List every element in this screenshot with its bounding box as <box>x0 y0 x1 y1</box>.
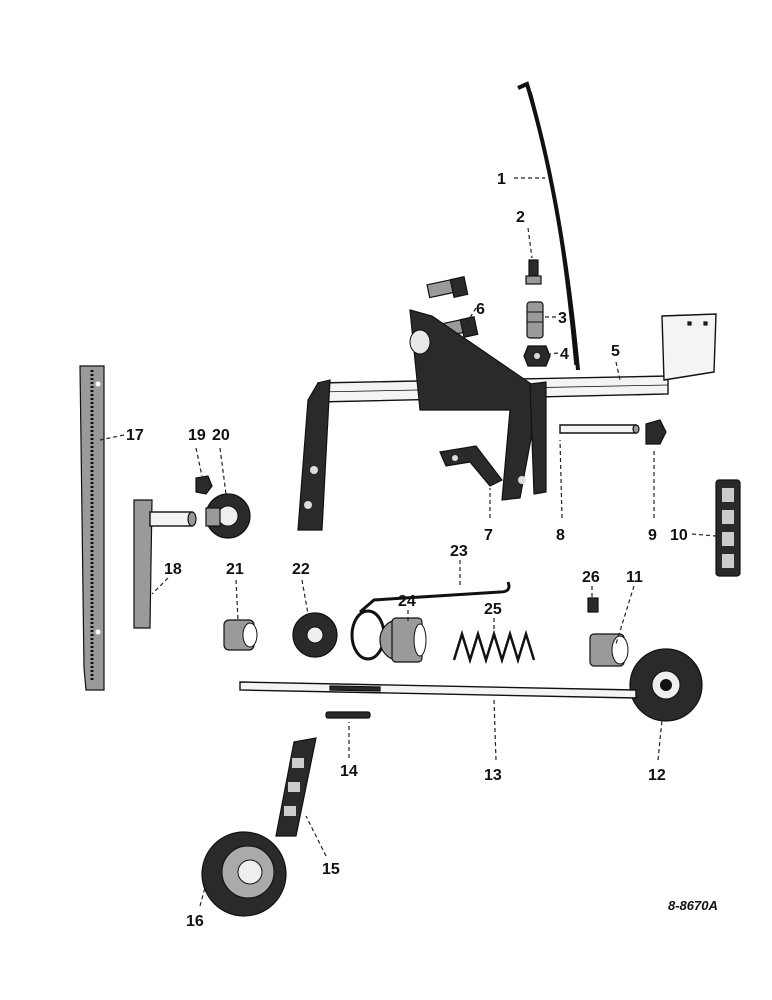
part-14-key <box>325 711 371 719</box>
part-12-sprocket <box>629 648 703 722</box>
callout-3: 3 <box>558 310 567 327</box>
callout-22: 22 <box>292 561 310 578</box>
callout-23: 23 <box>450 543 468 560</box>
callout-17: 17 <box>126 427 144 444</box>
part-1-rod <box>517 81 580 371</box>
part-11-bushing <box>589 633 629 667</box>
part-2-bolt <box>525 259 542 285</box>
callout-15: 15 <box>322 861 340 878</box>
drawing-reference-code: 8-8670A <box>668 898 718 913</box>
part-17-rack <box>79 365 105 691</box>
part-15-chain <box>275 737 317 837</box>
part-13-shaft <box>239 681 637 699</box>
callout-11: 11 <box>626 569 643 586</box>
part-7-angle-bracket <box>439 445 503 487</box>
callout-10: 10 <box>670 527 688 544</box>
callout-19: 19 <box>188 427 206 444</box>
part-9-clip <box>645 419 667 445</box>
callout-25: 25 <box>484 601 502 618</box>
callout-6: 6 <box>476 301 485 318</box>
callout-4: 4 <box>560 346 569 363</box>
part-3-sleeve <box>526 301 544 339</box>
part-8-rod <box>559 424 640 434</box>
callout-18: 18 <box>164 561 182 578</box>
callout-12: 12 <box>648 767 666 784</box>
callout-9: 9 <box>648 527 657 544</box>
callout-2: 2 <box>516 209 525 226</box>
part-10-chain-segment <box>715 479 741 577</box>
callout-14: 14 <box>340 763 358 780</box>
part-18-plate <box>133 499 197 629</box>
callout-1: 1 <box>497 171 506 188</box>
callout-labels: 1 2 3 4 5 6 7 8 9 10 11 12 13 14 15 16 1… <box>126 171 688 930</box>
callout-5: 5 <box>611 343 620 360</box>
part-5-shaft-assembly <box>297 309 717 531</box>
part-26-screw <box>587 597 599 613</box>
part-22-gear <box>292 612 338 658</box>
part-20-sprocket <box>205 493 251 539</box>
part-21-collar <box>223 619 258 651</box>
part-23-hooked-rod <box>350 581 511 661</box>
callout-21: 21 <box>226 561 244 578</box>
callout-7: 7 <box>484 527 493 544</box>
callout-20: 20 <box>212 427 230 444</box>
callout-24: 24 <box>398 593 416 610</box>
callout-26: 26 <box>582 569 600 586</box>
part-24-bushing <box>379 617 427 663</box>
part-16-large-sprocket <box>201 831 287 917</box>
part-4-nut <box>523 345 551 367</box>
leader-lines <box>99 177 717 907</box>
part-19-nut <box>195 475 213 495</box>
callout-13: 13 <box>484 767 502 784</box>
callout-16: 16 <box>186 913 204 930</box>
callout-8: 8 <box>556 527 565 544</box>
part-25-spring <box>452 629 536 665</box>
